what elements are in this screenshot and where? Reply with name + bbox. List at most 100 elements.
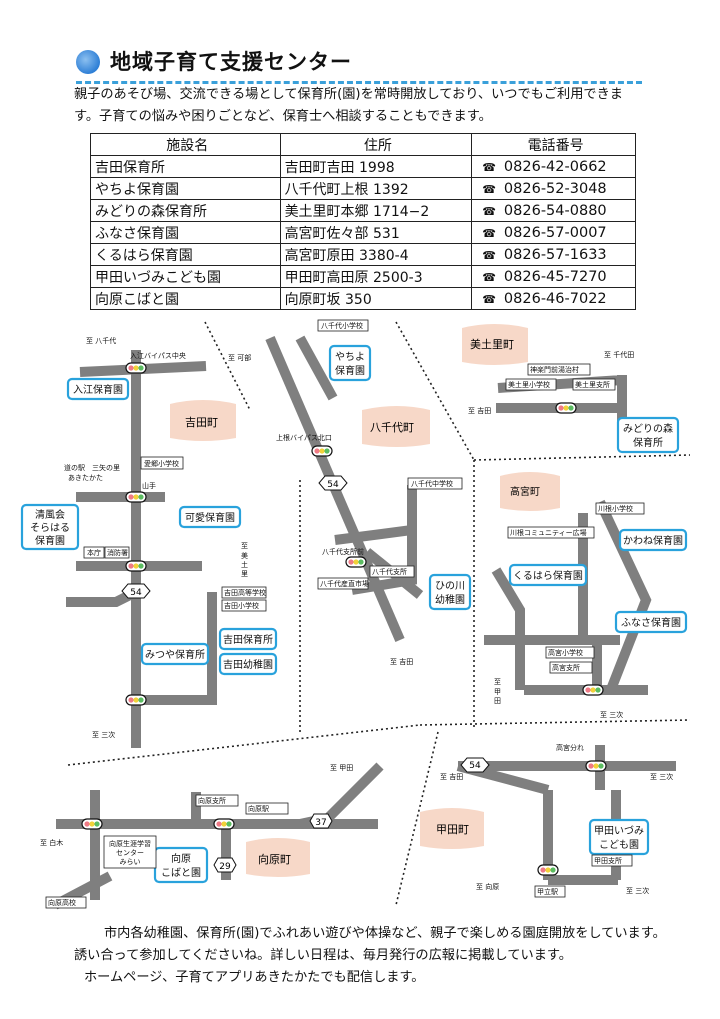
svg-text:至 可部: 至 可部 [228, 353, 251, 362]
svg-text:至 八千代: 至 八千代 [86, 336, 116, 345]
svg-text:向原生涯学習: 向原生涯学習 [109, 839, 151, 848]
facility-address: 高宮町佐々部 531 [279, 221, 473, 244]
svg-text:至 向原: 至 向原 [476, 882, 499, 891]
page-title: 地域子育て支援センター [110, 50, 352, 74]
page-header: 地域子育て支援センター [76, 44, 642, 84]
svg-text:みどりの森: みどりの森 [623, 422, 673, 435]
title-bullet-icon [76, 50, 100, 74]
table-row: みどりの森保育所 美土里町本郷 1714−2 ☎0826-54-0880 [90, 199, 636, 222]
telephone-icon: ☎ [482, 204, 496, 218]
column-header-name: 施設名 [90, 133, 281, 156]
svg-text:里: 里 [241, 570, 248, 578]
svg-text:本庁: 本庁 [87, 548, 101, 557]
svg-text:向原高校: 向原高校 [48, 898, 76, 907]
svg-text:吉田幼稚園: 吉田幼稚園 [223, 658, 273, 671]
table-row: ふなさ保育園 高宮町佐々部 531 ☎0826-57-0007 [90, 221, 636, 244]
svg-text:吉田高等学校: 吉田高等学校 [224, 588, 266, 597]
route-marker-54a: 54 [121, 583, 151, 599]
intro-line-1: 親子のあそび場、交流できる場として保育所(園)を常時開放しており、いつでもご利用… [74, 87, 623, 102]
svg-text:くるはら保育園: くるはら保育園 [513, 569, 583, 582]
facility-boxes [20, 344, 688, 884]
svg-text:幼稚園: 幼稚園 [435, 593, 465, 606]
svg-text:至 吉田: 至 吉田 [390, 658, 413, 666]
svg-text:甲田町: 甲田町 [436, 823, 469, 836]
town-label-midori: 美土里町 [462, 324, 528, 365]
svg-text:保育所: 保育所 [633, 436, 663, 449]
svg-text:至 三次: 至 三次 [600, 710, 623, 719]
svg-text:神楽門前湯治村: 神楽門前湯治村 [530, 365, 579, 374]
facility-tel: ☎0826-46-7022 [471, 287, 636, 310]
svg-text:吉田小学校: 吉田小学校 [224, 601, 259, 610]
town-label-koda: 甲田町 [420, 808, 484, 849]
svg-text:吉田保育所: 吉田保育所 [223, 633, 273, 646]
facility-tel: ☎ 0826-57-1633 [471, 243, 636, 266]
town-label-yoshida: 吉田町 [170, 400, 236, 441]
svg-text:美: 美 [241, 551, 248, 560]
panel-dividers [67, 321, 691, 906]
svg-text:向原町: 向原町 [258, 852, 291, 866]
svg-text:八千代支所前: 八千代支所前 [322, 547, 364, 556]
tel-number: 0826-57-0007 [503, 224, 607, 241]
svg-text:入江バイパス中央: 入江バイパス中央 [130, 351, 186, 360]
svg-text:高宮支所: 高宮支所 [552, 663, 580, 672]
svg-text:みつや保育所: みつや保育所 [145, 648, 205, 661]
svg-text:川根コミュニティー広場: 川根コミュニティー広場 [510, 528, 587, 537]
title-divider [76, 81, 642, 84]
svg-text:29: 29 [219, 862, 231, 872]
facility-labels: 入江保育園 清風会 そらはる 保育園 可愛保育園 みつや保育所 吉田保育所 吉田… [30, 351, 683, 879]
table-row: くるはら保育園 高宮町原田 3380-4 ☎0826-57-1633 [90, 243, 636, 266]
svg-text:こども園: こども園 [599, 839, 639, 851]
tel-number: 0826-52-3048 [503, 180, 607, 197]
direction-labels: 至 八千代 至 可部 至 美 土 里 至 三次 至 千代田 至 吉田 至 吉田 … [40, 336, 673, 895]
svg-text:高宮分れ: 高宮分れ [556, 743, 584, 752]
svg-text:山手: 山手 [142, 481, 156, 490]
facility-tel: ☎0826-42-0662 [471, 155, 636, 178]
svg-text:至: 至 [494, 678, 501, 686]
facility-address: 向原町坂 350 [279, 287, 473, 310]
footer-line-2: 誘い合って参加してくださいね。詳しい日程は、毎月発行の広報に掲載しています。 [74, 948, 572, 963]
table-row: 甲田いづみこども園 甲田町高田原 2500-3 ☎0826-45-7270 [90, 265, 636, 288]
route-marker-37: 37 [309, 813, 333, 829]
svg-text:向原駅: 向原駅 [248, 804, 269, 813]
landmark-labels: 入江バイパス中央 愛郷小学校 道の駅 三矢の里 あきたかた 山手 本庁 消防署 … [45, 319, 645, 909]
svg-text:消防署: 消防署 [107, 548, 128, 557]
town-label-mukaihara: 向原町 [246, 838, 310, 877]
svg-text:54: 54 [130, 588, 142, 598]
svg-text:美土里小学校: 美土里小学校 [508, 380, 550, 389]
svg-text:高宮小学校: 高宮小学校 [548, 648, 583, 657]
svg-text:至 三次: 至 三次 [626, 886, 649, 895]
tel-number: 0826-54-0880 [503, 202, 607, 219]
svg-text:かわね保育園: かわね保育園 [623, 534, 683, 547]
telephone-icon: ☎ [482, 226, 496, 240]
svg-text:可愛保育園: 可愛保育園 [185, 511, 235, 524]
footer-line-3: ホームページ、子育てアプリあきたかたでも配信します。 [84, 970, 425, 985]
tel-number: 0826-42-0662 [503, 158, 607, 175]
svg-text:川根小学校: 川根小学校 [598, 504, 633, 513]
svg-text:保育園: 保育園 [35, 534, 65, 547]
svg-text:甲: 甲 [494, 688, 501, 696]
svg-text:愛郷小学校: 愛郷小学校 [144, 459, 179, 468]
facility-name: くるはら保育園 [90, 243, 281, 266]
table-row: 向原こばと園 向原町坂 350 ☎0826-46-7022 [90, 287, 636, 310]
telephone-icon: ☎ [482, 248, 496, 262]
svg-text:美土里支所: 美土里支所 [575, 380, 610, 389]
svg-text:至 吉田: 至 吉田 [440, 773, 463, 781]
tel-number: 0826-45-7270 [503, 268, 607, 285]
route-marker-54c: 54 [460, 757, 490, 773]
svg-text:至 千代田: 至 千代田 [604, 350, 634, 359]
svg-text:土: 土 [241, 560, 248, 569]
svg-text:ひの川: ひの川 [435, 581, 465, 592]
tel-number: 0826-57-1633 [503, 246, 607, 263]
svg-text:田: 田 [494, 697, 501, 705]
svg-text:みらい: みらい [120, 858, 141, 866]
svg-text:54: 54 [327, 480, 339, 490]
svg-text:保育園: 保育園 [335, 364, 365, 377]
svg-text:こばと園: こばと園 [161, 867, 201, 879]
footer-line-1: 市内各幼稚園、保育所(園)でふれあい遊びや体操など、親子で楽しめる園庭開放をして… [104, 926, 666, 941]
svg-text:八千代産直市場: 八千代産直市場 [320, 579, 369, 588]
town-label-yachiyo: 八千代町 [362, 406, 430, 447]
svg-text:上根バイパス北口: 上根バイパス北口 [276, 433, 332, 442]
route-marker-54b: 54 [318, 475, 348, 491]
svg-text:やちよ: やちよ [335, 351, 365, 363]
